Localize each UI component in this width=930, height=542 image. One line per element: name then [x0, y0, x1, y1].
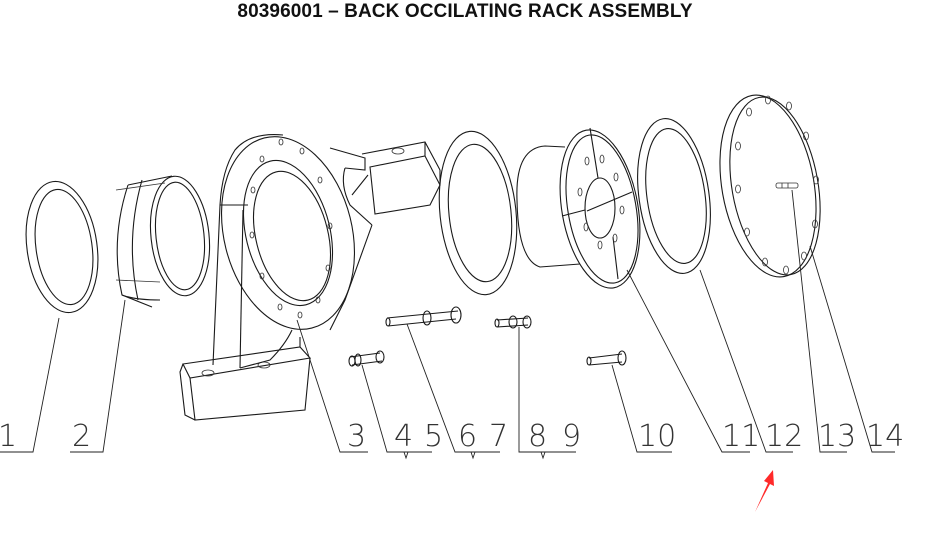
part-4-5-small-bolt	[348, 350, 385, 367]
part-2-bushing-sleeve	[115, 175, 211, 308]
part-1-seal-ring	[25, 180, 99, 314]
part-6-7-long-bolt	[385, 306, 462, 327]
label-9: 9	[562, 419, 581, 454]
part-3-rack-housing-bracket	[179, 134, 441, 421]
label-2: 2	[72, 419, 91, 454]
diagram-title: 80396001 – BACK OCCILATING RACK ASSEMBLY	[237, 1, 693, 22]
leader-lines	[0, 189, 895, 460]
label-7: 7	[489, 419, 508, 454]
label-10: 10	[638, 419, 676, 454]
label-11: 11	[722, 419, 760, 454]
label-8: 8	[528, 419, 547, 454]
label-1: 1	[0, 419, 17, 454]
red-arrow-icon	[755, 470, 774, 512]
part-number-labels: 1 2 3 4 5 6 7 8 9 10 11 12 13 14	[0, 419, 904, 454]
label-12: 12	[765, 419, 803, 454]
part-11-pivot-hub	[516, 127, 641, 289]
part-12-gasket	[637, 118, 711, 274]
label-5: 5	[424, 419, 443, 454]
label-13: 13	[818, 419, 856, 454]
label-6: 6	[458, 419, 477, 454]
part-13-grease-fitting	[775, 182, 799, 189]
gasket-ring	[438, 130, 518, 296]
label-14: 14	[866, 419, 904, 454]
label-3: 3	[347, 419, 366, 454]
part-10-bolt	[586, 350, 627, 366]
label-4: 4	[394, 419, 413, 454]
part-8-9-short-bolt	[494, 315, 532, 329]
part-14-end-cover-plate	[719, 94, 821, 278]
